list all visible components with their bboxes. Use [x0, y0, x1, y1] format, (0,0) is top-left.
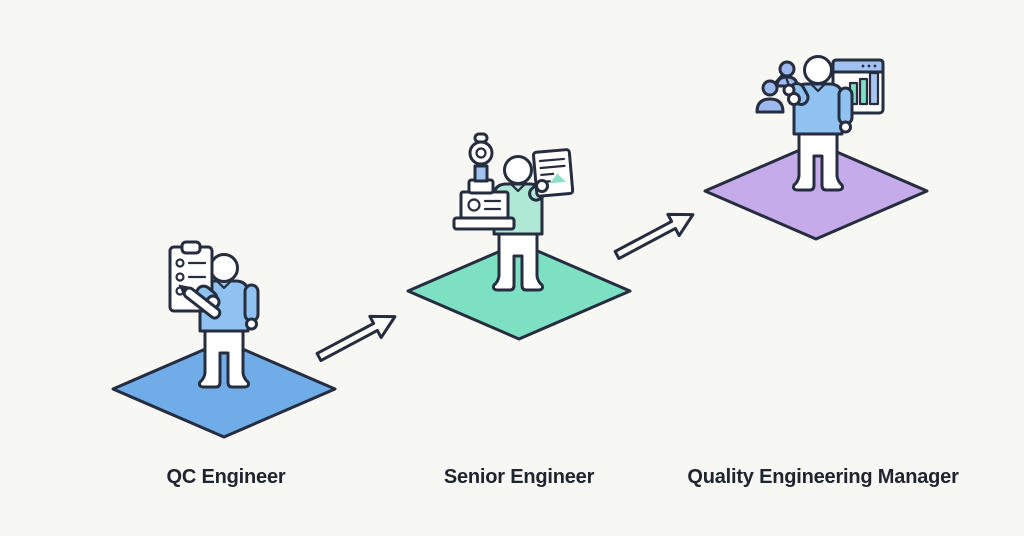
- stage-qc-engineer: [111, 240, 337, 439]
- platform-quality-engineering-manager: [703, 141, 929, 241]
- platform-qc-engineer: [111, 339, 337, 439]
- pen-icon: [178, 284, 222, 320]
- stage-label-quality-engineering-manager: Quality Engineering Manager: [687, 466, 959, 488]
- stage-quality-engineering-manager: [703, 55, 929, 241]
- stage-label-senior-engineer: Senior Engineer: [443, 466, 595, 488]
- figure-left-hand: [787, 92, 801, 106]
- window-dot: [873, 64, 877, 68]
- microscope-analyzer-icon: [452, 132, 516, 231]
- figure-right-arm: [837, 86, 854, 126]
- figure-right-hand: [839, 120, 852, 134]
- figure-collar: [809, 82, 827, 93]
- window-dot: [861, 64, 865, 68]
- stage-senior-engineer: [406, 132, 632, 341]
- figure-right-hand: [245, 317, 258, 331]
- figure-pants: [792, 127, 844, 192]
- figure-collar: [509, 182, 527, 193]
- platform-senior-engineer: [406, 241, 632, 341]
- figure-right-hand: [535, 179, 549, 193]
- quality-engineering-manager-figure: [792, 55, 854, 192]
- window-dot: [867, 64, 871, 68]
- arrow-icon-2: [613, 212, 695, 261]
- figure-pants: [198, 324, 250, 389]
- figure-right-arm: [243, 283, 260, 323]
- figure-head: [503, 155, 533, 185]
- figure-collar: [215, 279, 233, 290]
- stage-label-qc-engineer: QC Engineer: [166, 466, 286, 488]
- figure-pants: [492, 227, 544, 292]
- figure-head: [803, 55, 833, 85]
- figure-head: [209, 253, 239, 283]
- arrow-icon-1: [315, 314, 397, 363]
